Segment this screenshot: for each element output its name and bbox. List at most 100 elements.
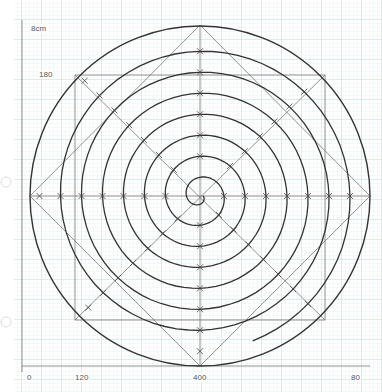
tick-mark xyxy=(141,137,147,143)
tick-mark xyxy=(260,256,266,262)
tick-mark xyxy=(197,243,203,249)
tick-mark xyxy=(145,245,151,251)
tick-mark xyxy=(242,148,248,154)
tick-mark xyxy=(231,227,237,233)
tick-mark xyxy=(246,242,252,248)
spiral-curve xyxy=(61,51,351,341)
outer-circle xyxy=(30,26,370,366)
tick-mark xyxy=(85,305,91,311)
tick-mark xyxy=(305,301,311,307)
tick-mark xyxy=(142,193,148,199)
tick-mark xyxy=(272,118,278,124)
tick-mark xyxy=(197,306,203,312)
tick-mark xyxy=(257,133,263,139)
tick-mark xyxy=(156,152,162,158)
tick-mark xyxy=(100,193,106,199)
tick-mark xyxy=(197,243,203,249)
tick-mark xyxy=(58,193,64,199)
tick-mark xyxy=(115,275,121,281)
tick-mark xyxy=(197,222,203,228)
tick-mark xyxy=(197,90,203,96)
tick-mark xyxy=(301,89,307,95)
tick-mark xyxy=(160,230,166,236)
tick-mark xyxy=(305,193,311,199)
punch-hole xyxy=(1,177,11,187)
tick-mark xyxy=(197,48,203,54)
tick-mark xyxy=(197,348,203,354)
tick-mark xyxy=(305,301,311,307)
tick-mark xyxy=(160,230,166,236)
tick-mark xyxy=(326,193,332,199)
axis-label: 400 xyxy=(192,373,207,382)
axis-label: 8cm xyxy=(30,24,47,33)
axis-label: 80 xyxy=(350,373,361,382)
tick-mark xyxy=(142,193,148,199)
tick-mark xyxy=(141,137,147,143)
tick-mark xyxy=(290,286,296,292)
tick-mark xyxy=(126,122,132,128)
tick-mark xyxy=(275,271,281,277)
tick-mark xyxy=(37,193,43,199)
axis-label: 120 xyxy=(74,373,89,382)
graph-paper xyxy=(14,0,382,392)
tick-mark xyxy=(58,193,64,199)
tick-mark xyxy=(260,256,266,262)
tick-mark xyxy=(121,193,127,199)
axis-label: 180 xyxy=(38,70,53,79)
tick-mark xyxy=(197,48,203,54)
tick-mark xyxy=(263,193,269,199)
tick-mark xyxy=(115,275,121,281)
tick-mark xyxy=(216,212,222,218)
tick-mark xyxy=(305,193,311,199)
tick-marks xyxy=(37,48,354,354)
tick-mark xyxy=(145,245,151,251)
tick-mark xyxy=(290,286,296,292)
tick-mark xyxy=(221,193,227,199)
tick-mark xyxy=(286,104,292,110)
tick-mark xyxy=(163,193,169,199)
tick-mark xyxy=(97,93,103,99)
tick-mark xyxy=(197,69,203,75)
tick-mark xyxy=(174,216,180,222)
tick-mark xyxy=(97,93,103,99)
tick-mark xyxy=(100,290,106,296)
tick-mark xyxy=(286,104,292,110)
tick-mark xyxy=(82,78,88,84)
tick-mark xyxy=(163,193,169,199)
axis-label: 0 xyxy=(26,373,32,382)
tick-mark xyxy=(121,193,127,199)
tick-mark xyxy=(111,107,117,113)
tick-mark xyxy=(197,285,203,291)
tick-mark xyxy=(284,193,290,199)
tick-mark xyxy=(111,107,117,113)
tick-mark xyxy=(85,305,91,311)
tick-mark xyxy=(197,69,203,75)
tick-mark xyxy=(221,193,227,199)
tick-mark xyxy=(263,193,269,199)
tick-mark xyxy=(130,260,136,266)
tick-mark xyxy=(272,118,278,124)
tick-mark xyxy=(242,193,248,199)
tick-mark xyxy=(284,193,290,199)
tick-mark xyxy=(301,89,307,95)
tick-mark xyxy=(197,348,203,354)
tick-mark xyxy=(242,148,248,154)
tick-mark xyxy=(326,193,332,199)
tick-mark xyxy=(197,327,203,333)
tick-mark xyxy=(197,264,203,270)
tick-mark xyxy=(197,111,203,117)
tick-mark xyxy=(275,271,281,277)
tick-mark xyxy=(347,193,353,199)
tick-mark xyxy=(82,78,88,84)
tick-mark xyxy=(197,111,203,117)
tick-mark xyxy=(197,222,203,228)
punch-hole xyxy=(1,317,11,327)
tick-mark xyxy=(197,327,203,333)
tick-mark xyxy=(197,153,203,159)
tick-mark xyxy=(100,290,106,296)
tick-mark xyxy=(79,193,85,199)
tick-mark xyxy=(171,167,177,173)
tick-mark xyxy=(242,193,248,199)
